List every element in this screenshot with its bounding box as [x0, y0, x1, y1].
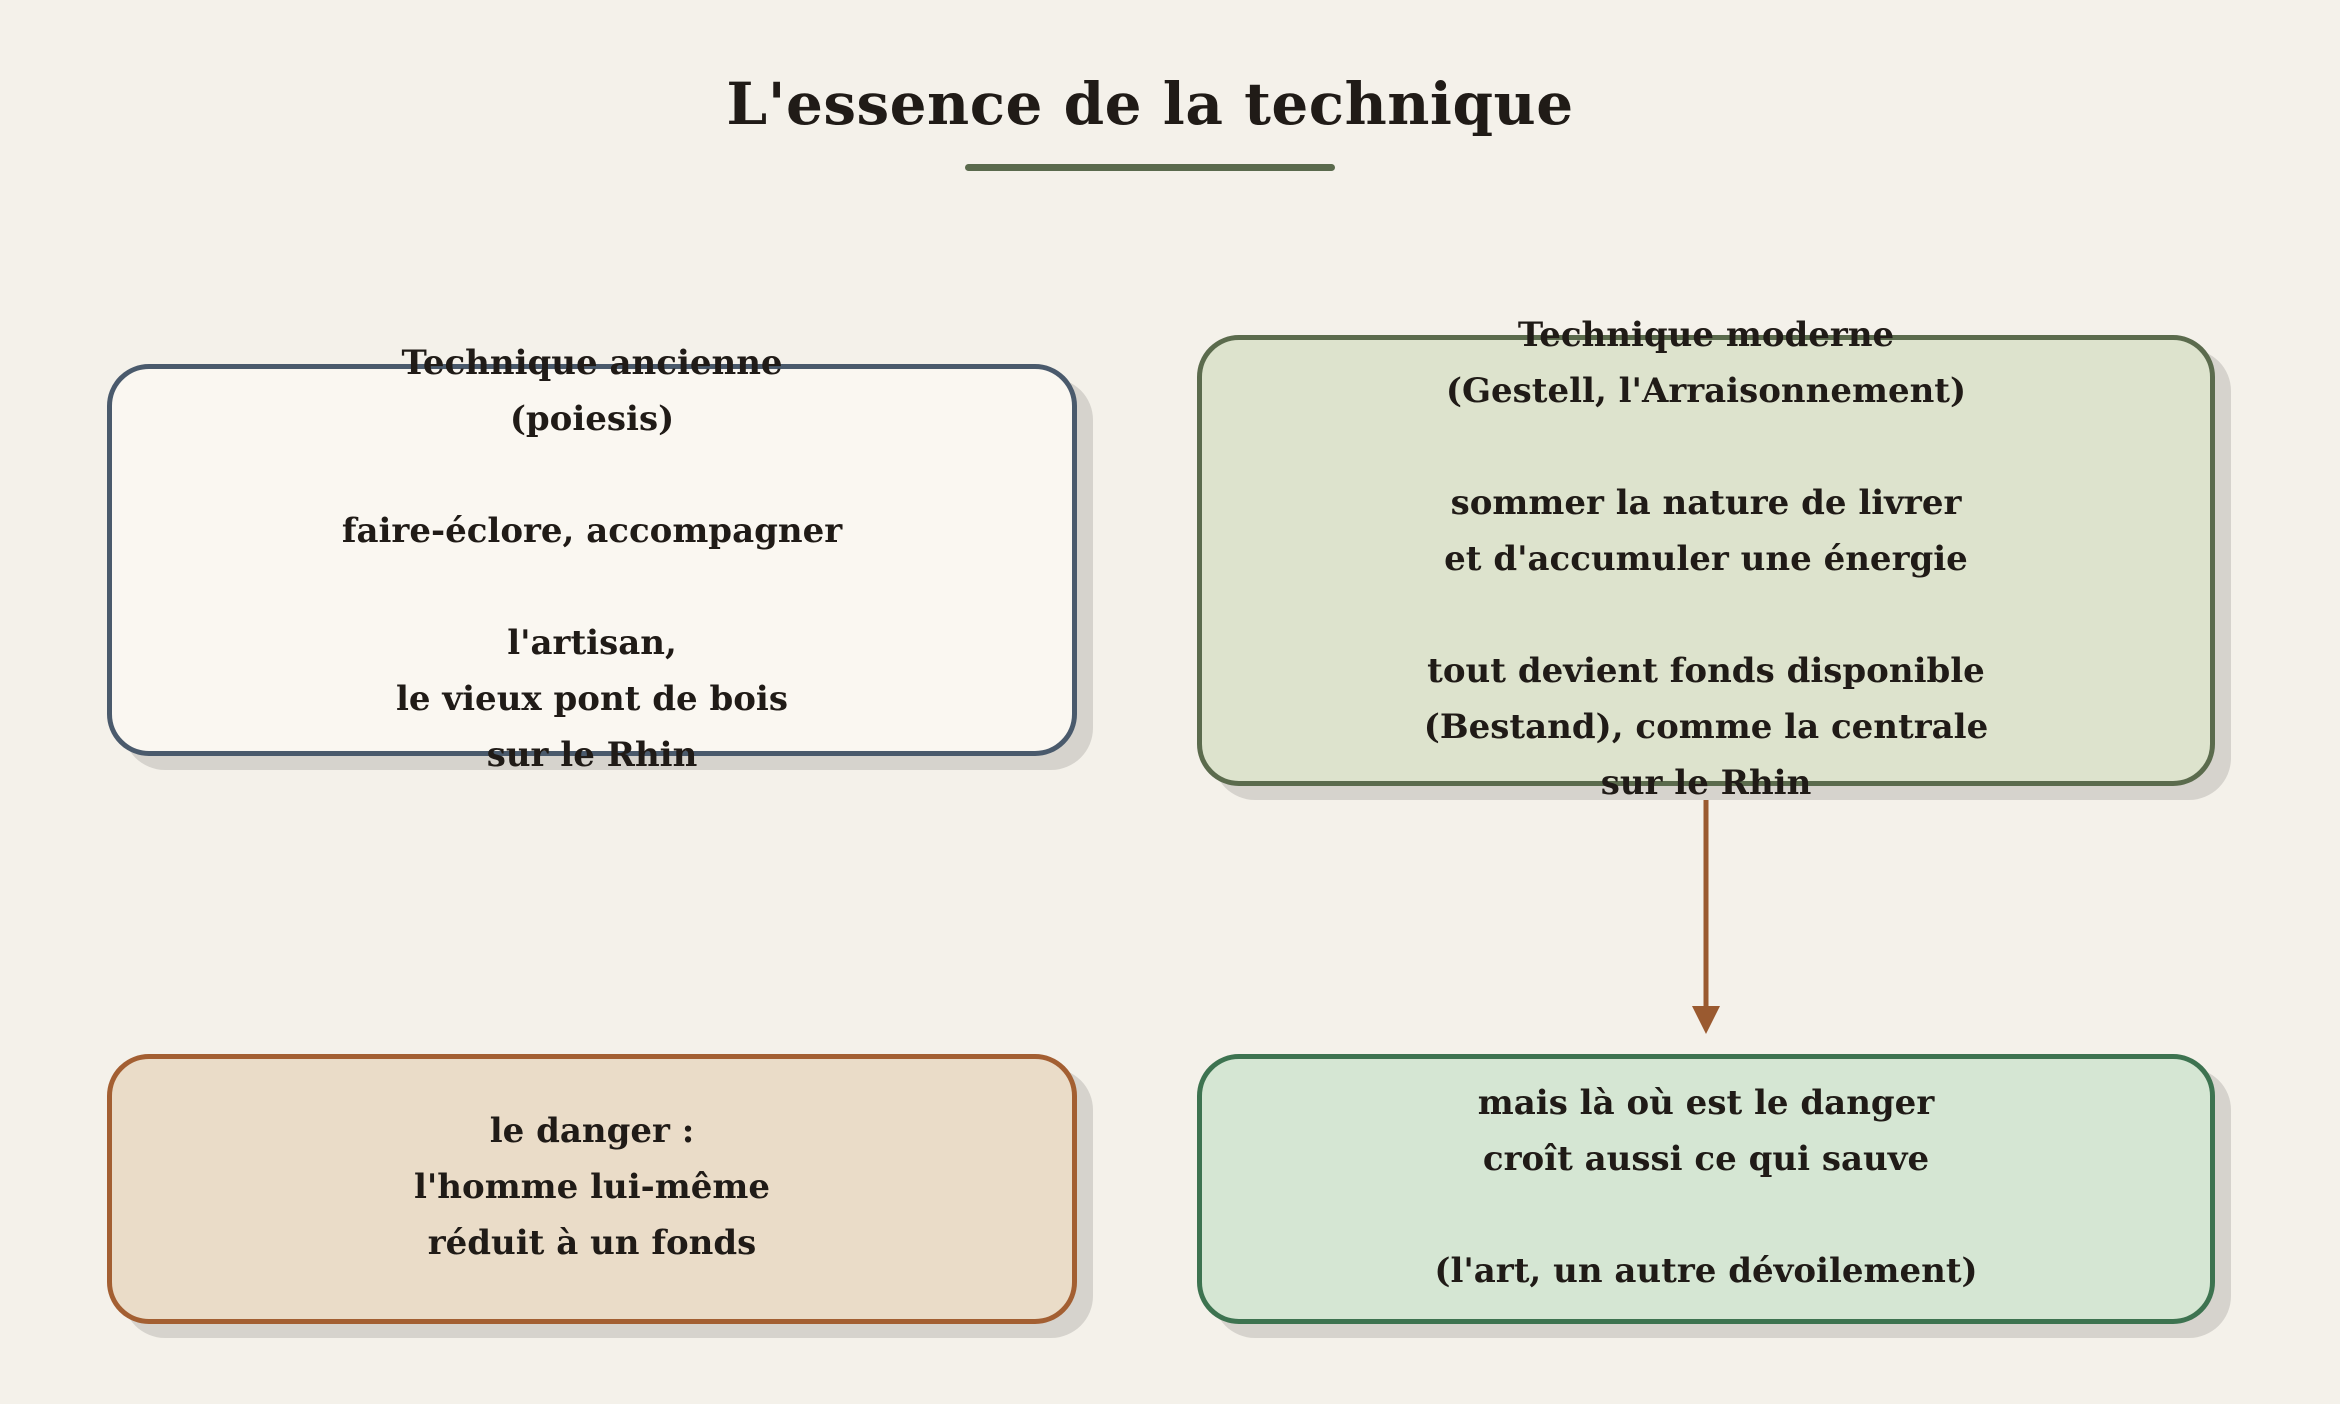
node-text-line: mais là où est le danger [1477, 1083, 1935, 1123]
node-ancient: Technique ancienne (poiesis) faire-éclor… [92, 335, 1092, 783]
node-text-line: sommer la nature de livrer [1450, 483, 1962, 523]
node-danger: le danger : l'homme lui-même réduit à un… [92, 1103, 1092, 1271]
node-box-saves [1197, 1054, 2215, 1324]
node-box-danger [107, 1054, 1077, 1324]
node-text-line: et d'accumuler une énergie [1444, 539, 1968, 579]
node-text-line: Technique moderne [1517, 315, 1895, 355]
node-text-line: l'homme lui-même [413, 1167, 771, 1207]
node-text-line: sur le Rhin [1600, 763, 1812, 803]
node-text-line: tout devient fonds disponible [1427, 651, 1985, 691]
node-text-line: faire-éclore, accompagner [341, 511, 843, 551]
node-text-line: Technique ancienne [401, 343, 783, 383]
node-text-line: (poiesis) [509, 399, 675, 439]
node-text-line: le vieux pont de bois [396, 679, 788, 719]
node-modern: Technique moderne (Gestell, l'Arraisonne… [1197, 307, 2215, 811]
node-box-modern [1197, 335, 2215, 786]
node-text-line: croît aussi ce qui sauve [1482, 1139, 1930, 1179]
node-box-ancient [107, 364, 1077, 756]
arrowhead-icon [1692, 1006, 1720, 1034]
node-text-line: (l'art, un autre dévoilement) [1434, 1251, 1978, 1291]
node-text-line: le danger : [489, 1111, 695, 1151]
node-text-line: l'artisan, [507, 623, 677, 663]
node-saves: mais là où est le danger croît aussi ce … [1197, 1075, 2215, 1299]
page-title: L'essence de la technique [726, 70, 1574, 138]
node-text-line: (Bestand), comme la centrale [1423, 707, 1989, 747]
node-text-line: (Gestell, l'Arraisonnement) [1445, 371, 1967, 411]
title-underline [965, 164, 1335, 171]
node-text-line: sur le Rhin [486, 735, 698, 775]
node-text-line: réduit à un fonds [427, 1223, 757, 1263]
